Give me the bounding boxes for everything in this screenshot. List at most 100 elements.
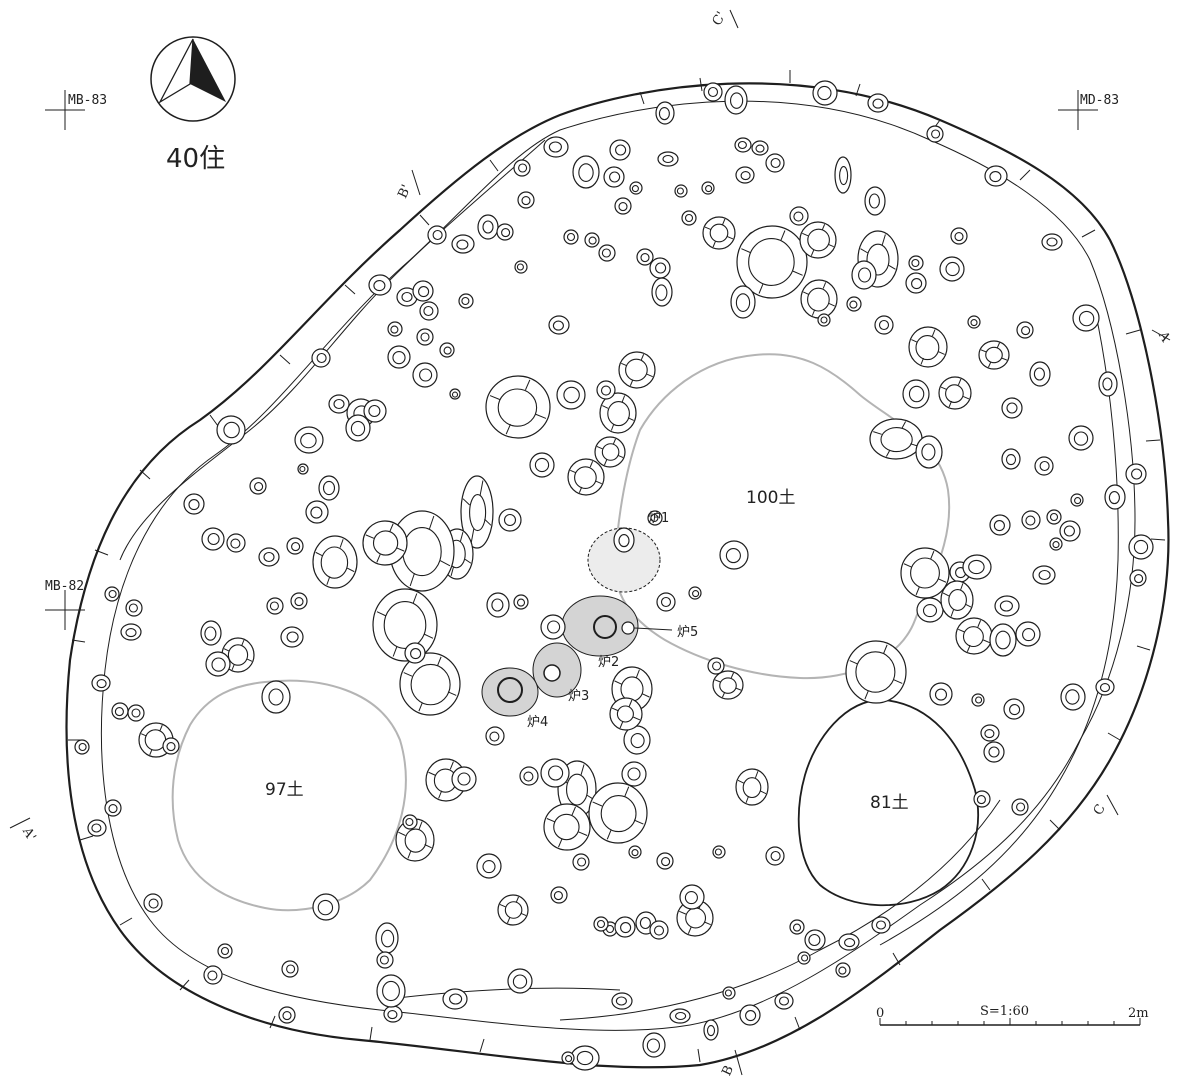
posthole <box>362 520 408 566</box>
posthole <box>735 166 755 184</box>
posthole-bottom <box>625 358 648 382</box>
posthole <box>416 328 434 346</box>
posthole-bottom <box>333 398 345 410</box>
posthole <box>701 181 715 195</box>
posthole-slope-tick <box>449 761 454 770</box>
posthole-slope-tick <box>515 896 520 903</box>
posthole-slope-tick <box>611 707 619 712</box>
posthole-slope-tick <box>570 469 577 474</box>
posthole-bottom <box>1049 512 1059 522</box>
posthole-bottom <box>807 228 830 252</box>
svg-text:A': A' <box>19 824 39 844</box>
posthole <box>570 1045 600 1071</box>
posthole-bottom <box>778 996 790 1006</box>
posthole-bottom <box>661 857 671 867</box>
posthole-slope-tick <box>996 342 1001 349</box>
posthole-slope-tick <box>241 639 245 646</box>
posthole <box>955 617 993 655</box>
posthole <box>201 527 225 551</box>
posthole-bottom <box>286 964 296 974</box>
grid-label-md83: MD-83 <box>1080 93 1119 108</box>
posthole <box>427 225 447 245</box>
posthole-bottom <box>729 92 744 109</box>
posthole <box>127 704 145 722</box>
posthole-bottom <box>268 688 284 706</box>
posthole <box>864 186 886 216</box>
posthole-bottom <box>1016 802 1026 812</box>
posthole-slope-tick <box>687 926 692 934</box>
posthole <box>183 493 205 515</box>
posthole <box>1029 361 1051 387</box>
posthole-bottom <box>565 773 588 806</box>
posthole-bottom <box>1134 574 1144 584</box>
posthole-bottom <box>387 1010 398 1020</box>
posthole <box>1016 321 1034 339</box>
posthole <box>1060 683 1086 711</box>
posthole-slope-tick <box>506 917 511 924</box>
grid-label-mb82: MB-82 <box>45 579 84 594</box>
posthole-bottom <box>469 494 487 532</box>
posthole <box>628 845 642 859</box>
posthole-slope-tick <box>596 445 603 450</box>
posthole <box>971 693 985 707</box>
posthole-bottom <box>227 644 249 666</box>
posthole-bottom <box>577 857 587 867</box>
pit-97-outline <box>171 679 407 912</box>
posthole-slope-tick <box>159 724 163 731</box>
posthole <box>642 1032 666 1058</box>
posthole-slope-tick <box>418 702 423 712</box>
posthole-slope-tick <box>959 583 964 591</box>
posthole-slope-tick <box>730 672 735 679</box>
posthole-slope-tick <box>558 838 563 848</box>
posthole-bottom <box>1038 569 1051 581</box>
posthole <box>1015 621 1041 647</box>
posthole-slope-tick <box>407 850 412 859</box>
posthole-bottom <box>443 346 452 355</box>
posthole <box>280 626 304 648</box>
posthole-slope-tick <box>246 658 253 662</box>
pit-97-label: 97土 <box>265 780 304 800</box>
posthole <box>867 93 889 113</box>
posthole <box>286 537 304 555</box>
posthole <box>838 933 860 951</box>
posthole-slope-tick <box>958 628 966 633</box>
posthole-bottom <box>382 980 400 1002</box>
posthole-bottom <box>503 513 517 527</box>
posthole-slope-tick <box>424 844 432 849</box>
posthole-bottom <box>735 293 751 312</box>
posthole-slope-tick <box>617 454 624 459</box>
posthole <box>908 255 924 271</box>
posthole-bottom <box>993 520 1005 532</box>
posthole-slope-tick <box>679 910 687 915</box>
posthole <box>1098 371 1118 397</box>
posthole-slope-tick <box>592 801 603 807</box>
svg-text:B': B' <box>395 183 414 201</box>
posthole-slope-tick <box>470 528 475 544</box>
hearth-1-label: 炉1 <box>648 511 669 526</box>
posthole <box>1001 448 1021 470</box>
posthole <box>765 846 785 866</box>
posthole <box>1021 510 1041 530</box>
posthole-bottom <box>653 925 665 936</box>
posthole-slope-tick <box>580 764 585 775</box>
posthole-bottom <box>504 901 523 919</box>
posthole-bottom <box>962 626 984 648</box>
posthole <box>1049 537 1063 551</box>
posthole-slope-tick <box>439 559 451 567</box>
posthole-bottom <box>631 185 639 193</box>
posthole <box>451 766 477 792</box>
posthole-slope-tick <box>938 351 945 355</box>
posthole-bottom <box>1074 497 1082 505</box>
posthole <box>929 682 953 706</box>
posthole-slope-tick <box>726 235 734 240</box>
posthole <box>439 342 455 358</box>
posthole <box>556 380 586 410</box>
posthole-bottom <box>968 559 985 575</box>
svg-text:B: B <box>719 1063 737 1078</box>
posthole <box>305 500 329 524</box>
posthole-bottom <box>1102 377 1113 391</box>
posthole-slope-tick <box>987 361 992 368</box>
posthole-bottom <box>317 899 334 916</box>
posthole <box>548 315 570 335</box>
posthole-bottom <box>320 546 349 579</box>
